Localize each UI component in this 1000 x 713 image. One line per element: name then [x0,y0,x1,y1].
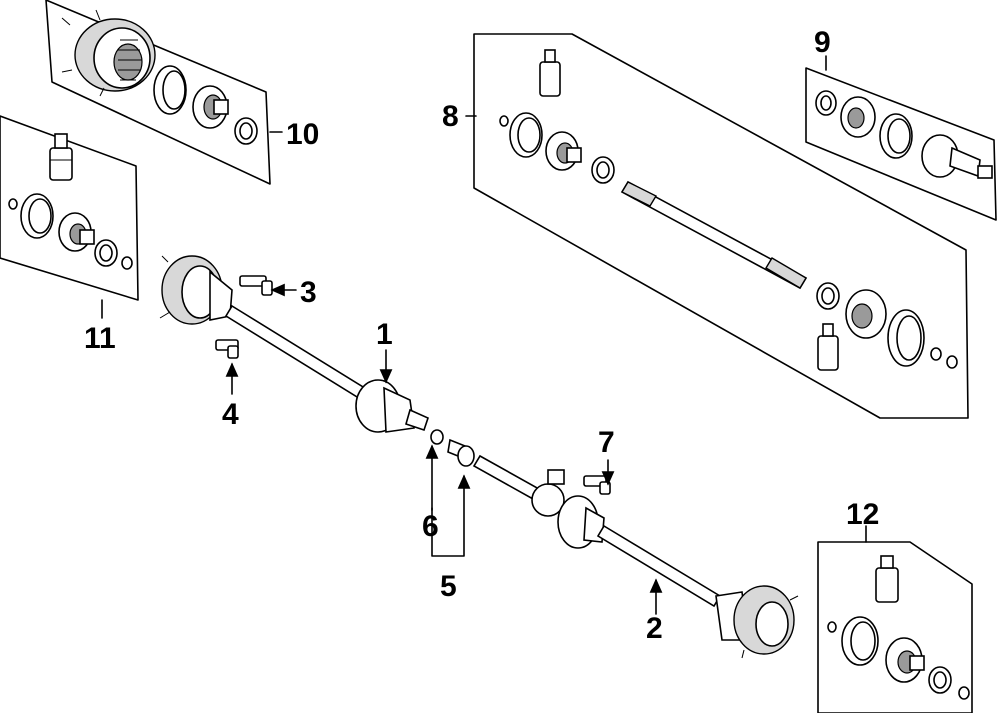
kit-8-joint-left [545,131,582,171]
callout-6: 6 [422,510,439,543]
callout-2: 2 [646,612,663,645]
callout-11: 11 [84,322,116,355]
kit-10-outer-joint-hub-group [45,0,271,185]
stub-shaft-part-5 [447,438,475,467]
kit-11-small-ring-2 [121,256,133,270]
kit-11-small-ring [8,198,18,210]
kit-11-frame [0,115,139,301]
kit-9-boot-ring [879,113,913,159]
kit-12-frame [817,541,973,713]
kit-12-boot-ring [841,616,879,666]
kit-8-joint-right [845,289,887,339]
kit-8-clamp-left [591,156,615,184]
circlip-part-6 [430,429,444,445]
kit-8-frame [473,33,969,419]
kit-8-shaft [620,180,808,290]
callout-8: 8 [442,100,459,133]
left-hub-assembly [159,255,233,325]
kit-8-boot-ring-right [887,309,925,367]
kit-11-grease-tube [49,133,73,181]
right-axle-shaft [596,524,722,608]
kit-11-joint [58,212,95,252]
kit-9-outer-joint [921,134,993,179]
kit-12-small-ring-2 [958,686,970,700]
callout-3: 3 [300,276,317,309]
inner-cv-joint [355,379,429,433]
left-axle-shaft [224,304,370,402]
right-hub-assembly [715,585,799,659]
callout-9: 9 [814,26,831,59]
callout-4: 4 [222,398,239,431]
callout-1: 1 [376,318,393,351]
kit-10-hub-assembly [61,9,156,97]
bolt-part-3 [239,275,273,296]
kit-8-shaft-kit-group [473,33,969,419]
kit-9-clamp [815,90,837,116]
kit-8-small-ring-right [930,347,942,361]
kit-8-small-ring [499,115,509,127]
kit-8-small-ring-right-2 [946,355,958,369]
kit-12-small-ring [827,621,837,633]
bolt-part-4 [215,339,239,359]
kit-10-clamp-ring [234,117,258,145]
kit-11-outer-joint-group [0,115,139,301]
kit-12-grease-tube [875,555,899,603]
kit-12-clamp [928,666,952,694]
kit-12-joint [885,637,925,683]
kit-8-boot-ring-left [509,112,543,158]
kit-11-clamp [94,239,118,267]
kit-11-boot-ring [20,193,54,239]
kit-12-outer-joint-group [817,541,973,713]
leader-5-bracket [431,483,465,557]
bolt-part-7 [583,475,611,495]
kit-8-grease-tube-bottom [817,323,839,371]
callout-5: 5 [440,570,457,603]
callout-7: 7 [598,426,615,459]
kit-9-tripod-joint [840,96,876,138]
kit-9-frame [805,67,997,221]
callout-10: 10 [286,118,319,151]
kit-10-bearing [192,85,229,129]
kit-8-clamp-right [816,282,840,310]
kit-10-frame [45,0,271,185]
callout-12: 12 [846,498,879,531]
kit-9-inner-joint-group [805,67,997,221]
kit-10-boot-ring [153,65,187,115]
kit-8-grease-tube-top [539,49,561,97]
